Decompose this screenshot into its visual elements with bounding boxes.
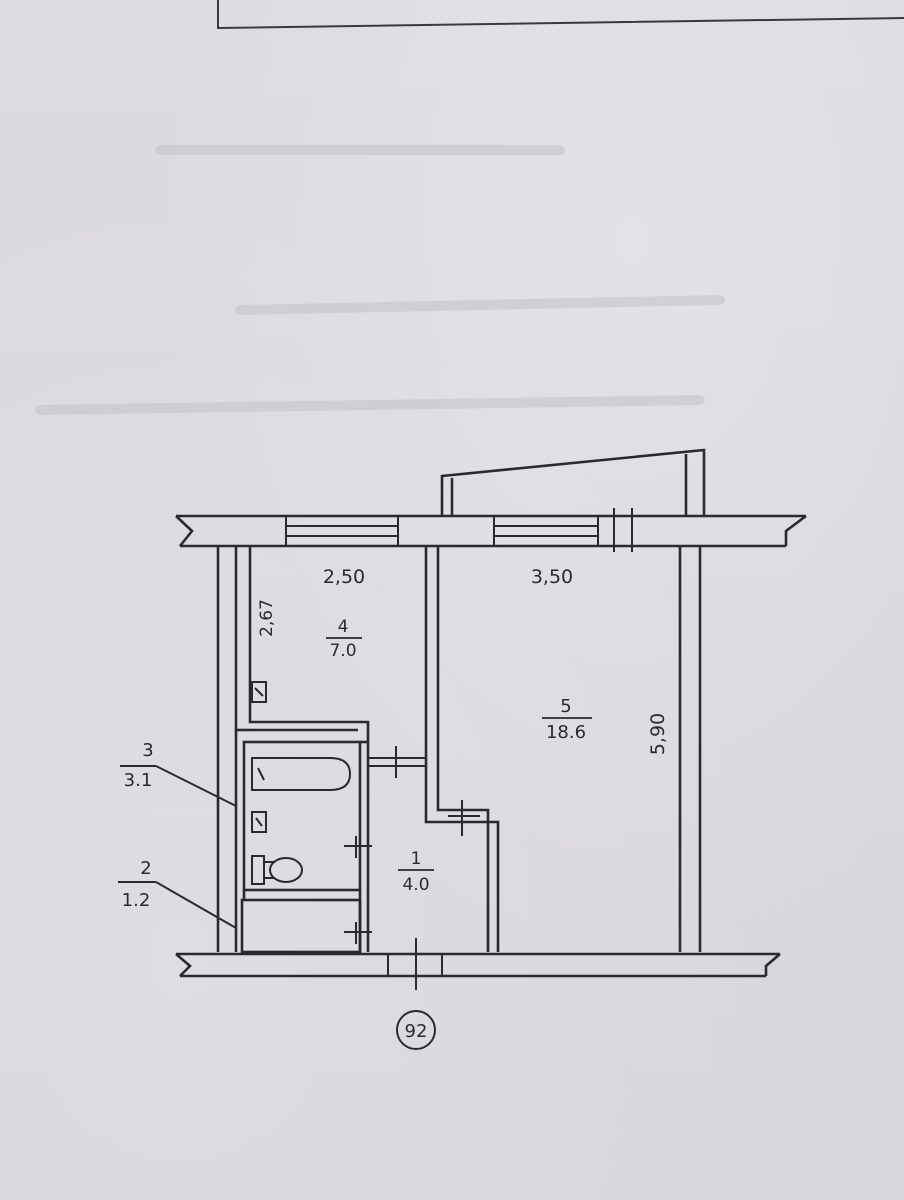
fixtures bbox=[251, 681, 352, 885]
kitchen-room-partition bbox=[424, 546, 500, 952]
room-2-area: 1.2 bbox=[122, 890, 151, 911]
right-exterior-wall bbox=[678, 546, 702, 952]
room-window bbox=[493, 516, 599, 546]
leader-room-3 bbox=[120, 765, 237, 807]
kitchen-door bbox=[368, 746, 426, 778]
stove-icon bbox=[251, 681, 267, 703]
kitchen-width-dimension: 2,50 bbox=[323, 566, 365, 588]
room-1-label: 1 4.0 bbox=[398, 849, 434, 895]
sink-icon bbox=[251, 811, 267, 833]
room-depth-dimension: 5,90 bbox=[647, 713, 669, 755]
room-5-label: 5 18.6 bbox=[542, 696, 592, 743]
room-5-number: 5 bbox=[560, 696, 571, 717]
bleed-through-marks bbox=[35, 145, 725, 415]
room-2-label: 2 1.2 bbox=[122, 858, 152, 911]
label-leaders bbox=[118, 765, 237, 929]
left-exterior-wall bbox=[216, 546, 238, 952]
leader-room-2 bbox=[118, 881, 237, 929]
room-1-number: 1 bbox=[411, 849, 422, 869]
walls bbox=[175, 448, 807, 990]
room-door bbox=[448, 800, 480, 836]
toilet-icon bbox=[251, 855, 303, 885]
apartment-number-badge: 92 bbox=[396, 1010, 436, 1050]
room-4-number: 4 bbox=[338, 617, 349, 637]
room-4-label: 4 7.0 bbox=[326, 617, 362, 661]
room-5-area: 18.6 bbox=[546, 722, 586, 743]
document-frame bbox=[217, 0, 904, 30]
entrance-door bbox=[387, 938, 443, 990]
room-3-number: 3 bbox=[142, 740, 153, 761]
top-exterior-wall bbox=[175, 514, 807, 548]
room-3-area: 3.1 bbox=[124, 770, 153, 791]
apartment-number: 92 bbox=[405, 1021, 428, 1042]
room-width-dimension: 3,50 bbox=[531, 566, 573, 588]
balcony bbox=[440, 448, 706, 516]
kitchen-window bbox=[285, 516, 399, 546]
room-4-area: 7.0 bbox=[329, 641, 356, 661]
bottom-exterior-wall bbox=[175, 952, 781, 978]
bath-door-marks bbox=[344, 836, 372, 944]
bathtub-icon bbox=[251, 757, 352, 791]
room-1-area: 4.0 bbox=[402, 875, 429, 895]
room-3-label: 3 3.1 bbox=[124, 740, 154, 791]
toilet-cubicle-walls bbox=[240, 898, 362, 954]
balcony-door bbox=[613, 508, 633, 552]
room-2-number: 2 bbox=[140, 858, 151, 879]
kitchen-bath-partition bbox=[236, 546, 370, 742]
kitchen-depth-dimension: 2,67 bbox=[257, 599, 277, 637]
